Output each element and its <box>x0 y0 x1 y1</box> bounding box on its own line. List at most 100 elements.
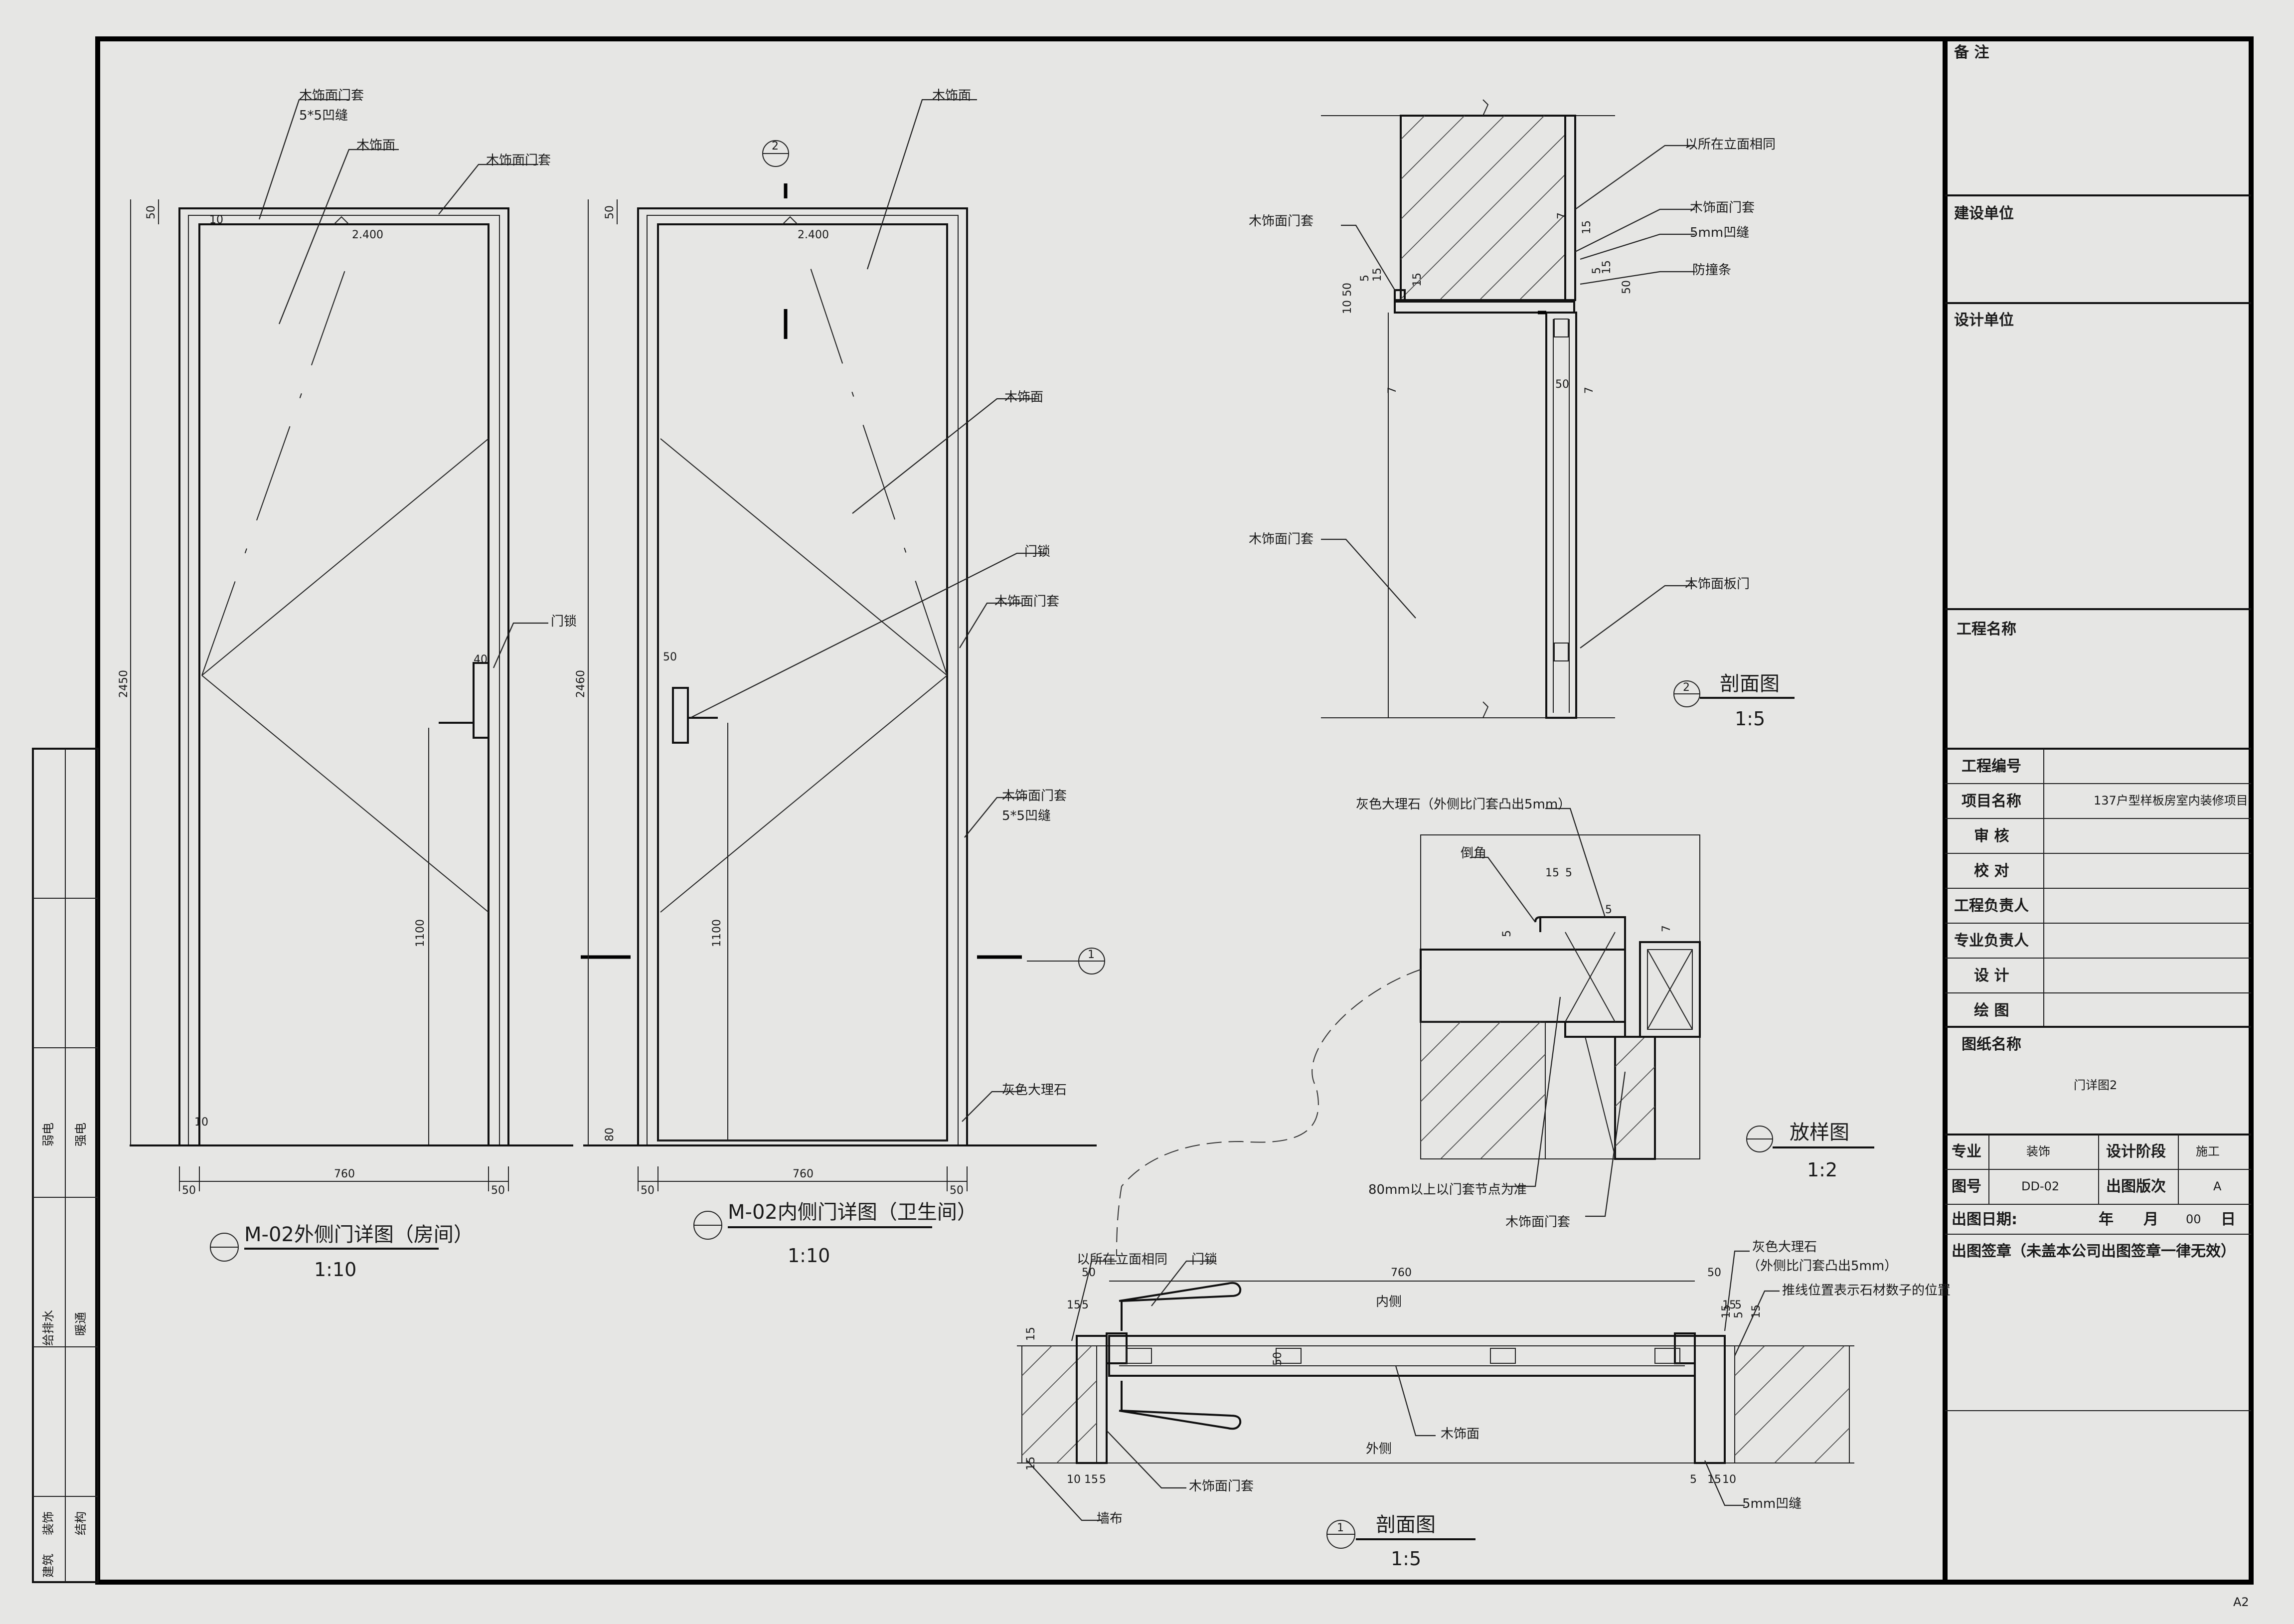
inner-title: M-02内侧门详图（卫生间） <box>728 1201 977 1224</box>
sec1-dim-i: 50 <box>1272 1352 1284 1366</box>
sec1-label-wallcloth: 墙布 <box>1097 1511 1123 1526</box>
detail-dim-d: 5 <box>1605 904 1612 916</box>
tb-drawing-name-label: 图纸名称 <box>1962 1036 2021 1053</box>
detail-dim-e: 7 <box>1660 925 1673 932</box>
sec1-dim-l: 5 <box>1099 1473 1106 1486</box>
sec2-label-same: 以所在立面相同 <box>1685 137 1776 152</box>
elevation-inner: 2.400 2 1 50 2460 1100 50 80 50 760 50 木… <box>575 88 1105 1267</box>
tb-row-design-label: 设 计 <box>1974 967 2009 984</box>
inner-dim-left: 50 <box>641 1184 655 1197</box>
tb-date-day: 00 <box>2186 1212 2201 1226</box>
inner-dim-top: 50 <box>604 205 616 219</box>
tb-discipline: 装饰 <box>2026 1144 2050 1158</box>
tb-stamp: 出图签章（未盖本公司出图签章一律无效） <box>1952 1243 2236 1260</box>
tb-designer: 设计单位 <box>1954 312 2014 329</box>
detail-dim-b: 5 <box>1565 867 1572 879</box>
tb-number: DD-02 <box>2021 1179 2059 1193</box>
strip-structure: 结构 <box>74 1511 88 1535</box>
inner-label-veneer-2: 木饰面 <box>1004 390 1043 405</box>
inner-label-frame-1: 木饰面门套 <box>994 594 1059 609</box>
tb-row-project-value: 137户型样板房室内装修项目 <box>2094 794 2248 808</box>
outer-title: M-02外侧门详图（房间） <box>244 1223 474 1246</box>
strip-architecture: 建筑 <box>41 1554 55 1578</box>
sec1-dim-r: 5 <box>1733 1311 1745 1318</box>
inner-label-lock: 门锁 <box>1024 544 1050 559</box>
outer-dim-height: 2450 <box>118 670 130 698</box>
detail-enlarged: 15 5 5 5 7 灰色大理石（外侧比门套凸出5mm） 倒角 80mm以上以门… <box>1116 797 1874 1257</box>
inner-level: 2.400 <box>798 229 829 241</box>
sec2-label-frame-3: 木饰面门套 <box>1249 532 1313 547</box>
sec1-dim-m: 5 <box>1690 1473 1697 1486</box>
sec1-label-stone-pos: 推线位置表示石材数子的位置 <box>1782 1283 1951 1298</box>
tb-remarks: 备 注 <box>1954 44 1989 61</box>
outer-level: 2.400 <box>352 229 383 241</box>
detail-title: 放样图 <box>1790 1121 1849 1144</box>
tb-number-label: 图号 <box>1952 1178 1981 1195</box>
detail-dim-a: 15 <box>1545 867 1559 879</box>
tb-project-name-label: 工程名称 <box>1957 621 2016 638</box>
inner-dim-handle: 50 <box>663 651 677 663</box>
sec1-scale: 1:5 <box>1391 1548 1421 1570</box>
sec2-dim-g: 5 <box>1591 267 1603 274</box>
strip-hvac: 暖通 <box>74 1312 88 1336</box>
tb-date-day-label: 日 <box>2221 1211 2236 1228</box>
sec2-dim-d: 15 <box>1371 268 1384 282</box>
sec1-dim-g: 5 <box>1735 1299 1742 1311</box>
inner-dim-lock-height: 1100 <box>711 919 723 947</box>
tb-row-lead-label: 专业负责人 <box>1954 932 2029 950</box>
tb-row-pm-label: 工程负责人 <box>1954 897 2029 915</box>
outer-label-frame-2: 木饰面门套 <box>486 153 551 168</box>
sec2-title: 剖面图 <box>1720 672 1780 695</box>
tb-stage: 施工 <box>2196 1144 2220 1158</box>
tb-row-check-label: 校 对 <box>1974 862 2009 880</box>
inner-dim-bottom: 80 <box>604 1128 616 1141</box>
sec1-dim-h: 15 <box>1025 1327 1037 1341</box>
detail-label-chamfer: 倒角 <box>1461 846 1486 861</box>
sec2-marker: 2 <box>1683 681 1690 694</box>
sec2-dim-k: 7 <box>1583 387 1596 394</box>
sec1-dim-width: 760 <box>1391 1267 1412 1279</box>
sheet-frame <box>95 36 2254 1585</box>
sec1-dim-k: 15 <box>1084 1473 1098 1486</box>
sec2-scale: 1:5 <box>1735 708 1765 730</box>
sec1-marker: 1 <box>1337 1522 1344 1534</box>
outer-scale: 1:10 <box>314 1259 356 1281</box>
elevation-outer: 2.400 50 2450 1100 10 40 10 50 760 50 木饰… <box>118 88 577 1281</box>
outer-dim-handle: 40 <box>474 653 488 666</box>
detail-label-frame: 木饰面门套 <box>1505 1215 1570 1230</box>
sec1-label-lock: 门锁 <box>1191 1252 1217 1267</box>
outer-dim-bottom: 10 <box>194 1116 208 1129</box>
detail-label-note: 80mm以上以门套节点为准 <box>1368 1182 1527 1197</box>
outer-dim-inner-top: 10 <box>209 214 223 226</box>
outer-dim-top: 50 <box>145 205 158 219</box>
tb-version-label: 出图版次 <box>2106 1178 2166 1195</box>
inner-dim-height: 2460 <box>575 670 587 698</box>
outer-label-frame: 木饰面门套 <box>299 88 364 103</box>
sec1-dim-j: 10 <box>1067 1473 1081 1486</box>
sec2-dim-j: 50 <box>1555 378 1569 391</box>
sec1-dim-p: 15 <box>1025 1457 1037 1470</box>
inner-label-marble: 灰色大理石 <box>1002 1083 1067 1098</box>
outer-dim-left: 50 <box>182 1184 196 1197</box>
sec2-dim-h: 15 <box>1601 260 1613 274</box>
strip-strong-elec: 强电 <box>74 1123 88 1146</box>
sec1-label-outside: 外侧 <box>1366 1442 1392 1457</box>
outer-dim-lock-height: 1100 <box>414 919 427 947</box>
sec2-label-panel: 木饰面板门 <box>1685 577 1750 592</box>
section-1: 760 50 50 15 5 15 5 15 50 10 15 5 5 15 1… <box>1017 1240 1951 1570</box>
sec1-dim-o: 10 <box>1722 1473 1736 1486</box>
tb-date-label: 出图日期: <box>1952 1211 2017 1228</box>
sec1-label-veneer: 木饰面 <box>1441 1427 1479 1442</box>
sheet-size: A2 <box>2233 1595 2249 1609</box>
sec1-dim-f: 15 <box>1722 1299 1736 1311</box>
detail-dim-c: 5 <box>1501 930 1513 937</box>
tb-client: 建设单位 <box>1954 205 2014 222</box>
tb-row-project-label: 项目名称 <box>1962 793 2021 810</box>
sec1-label-marble: 灰色大理石 <box>1752 1240 1817 1255</box>
strip-plumbing: 给排水 <box>41 1310 55 1346</box>
tb-date-month: 月 <box>2143 1211 2158 1228</box>
sec1-title: 剖面图 <box>1376 1513 1436 1536</box>
sec2-label-bumper: 防撞条 <box>1692 263 1731 278</box>
tb-row-draw-label: 绘 图 <box>1974 1002 2009 1019</box>
